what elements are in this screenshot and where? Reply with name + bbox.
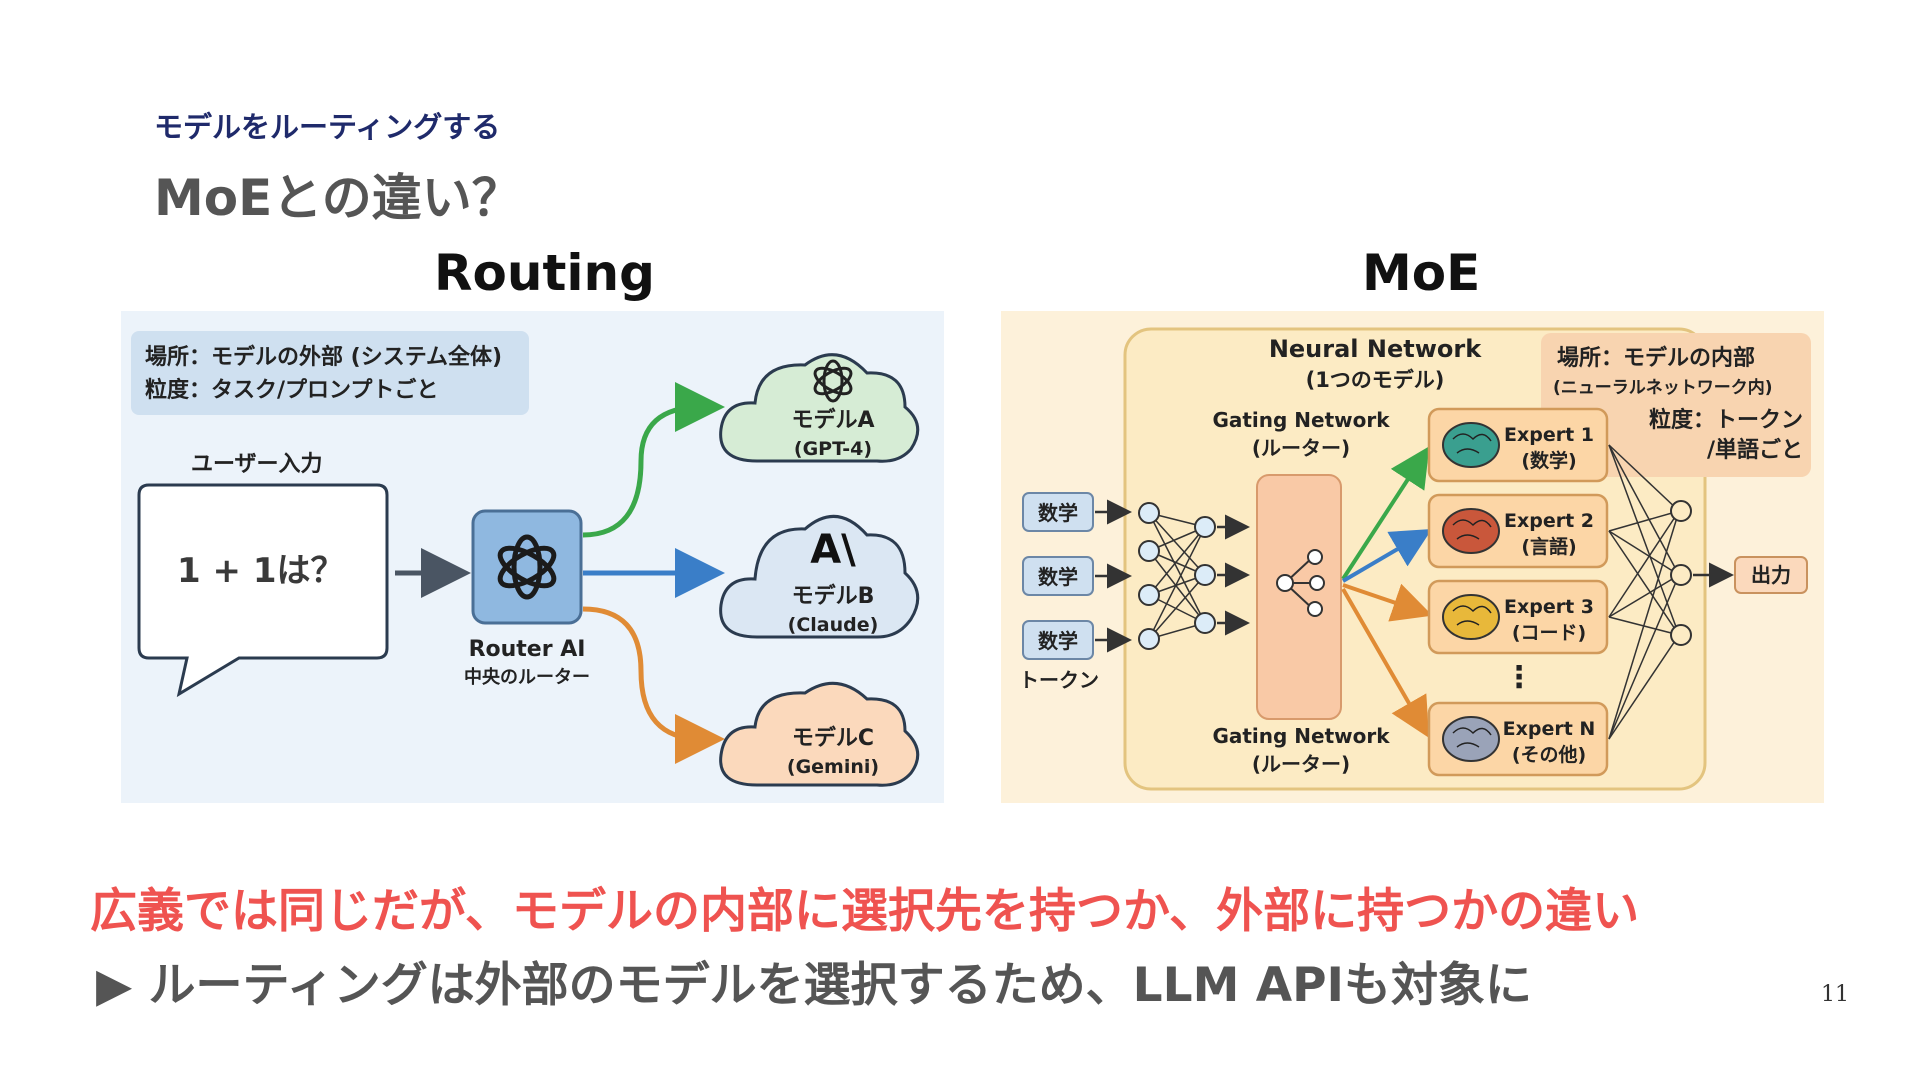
- expert-box: Expert N (その他): [1427, 701, 1609, 777]
- expert-ellipsis: ⋮: [1504, 660, 1534, 695]
- expert-route-arrow: [1342, 583, 1433, 622]
- slide-title: MoEとの違い？: [154, 169, 522, 227]
- moe-heading: MoE: [1362, 244, 1481, 302]
- model-c-sub: (Gemini): [787, 756, 879, 778]
- brain-icon: [1442, 716, 1500, 762]
- routing-diagram: 場所：モデルの外部 (システム全体) 粒度：タスク/プロンプトごと ユーザー入力…: [121, 311, 944, 803]
- model-a-cloud: [719, 353, 920, 463]
- svg-text:数学: 数学: [1038, 501, 1078, 525]
- model-c-cloud: [719, 681, 920, 787]
- gating-network-top-sub: (ルーター): [1252, 436, 1350, 460]
- user-input-label: ユーザー入力: [191, 452, 323, 477]
- svg-text:Expert 3: Expert 3: [1504, 596, 1594, 618]
- router-subtitle: 中央のルーター: [464, 666, 590, 688]
- nn-title: Neural Network: [1269, 335, 1482, 363]
- anthropic-logo-icon: A\: [810, 527, 856, 573]
- brain-icon: [1442, 422, 1500, 468]
- user-speech-bubble: [137, 483, 389, 698]
- token-box: 数学: [1022, 620, 1094, 660]
- input-network: [1138, 502, 1216, 650]
- token-box: 数学: [1022, 492, 1094, 532]
- model-a-sub: (GPT-4): [794, 438, 872, 460]
- output-box: 出力: [1734, 556, 1808, 594]
- model-b-sub: (Claude): [788, 614, 879, 636]
- page-number: 11: [1821, 982, 1849, 1007]
- brain-icon: [1442, 594, 1500, 640]
- moe-info-location: 場所：モデルの内部: [1557, 345, 1755, 371]
- expert-route-arrow: [1341, 446, 1430, 581]
- svg-text:(言語): (言語): [1521, 535, 1576, 558]
- expert-box: Expert 2 (言語): [1427, 493, 1609, 569]
- gating-network-bottom-sub: (ルーター): [1252, 752, 1350, 776]
- routing-info-location: 場所：モデルの外部 (システム全体): [145, 344, 502, 370]
- expert-route-arrow: [1341, 528, 1432, 583]
- moe-info-granularity: 粒度：トークン: [1649, 407, 1803, 433]
- openai-logo-icon: [813, 359, 853, 403]
- svg-text:数学: 数学: [1038, 629, 1078, 653]
- routing-info-box: 場所：モデルの外部 (システム全体) 粒度：タスク/プロンプトごと: [131, 331, 529, 415]
- model-b-cloud: [719, 514, 920, 639]
- output-network: [1608, 444, 1692, 740]
- svg-text:Expert N: Expert N: [1503, 718, 1596, 740]
- openai-logo-icon: [497, 534, 557, 600]
- model-b-name: モデルB: [792, 583, 875, 609]
- token-box: 数学: [1022, 556, 1094, 596]
- svg-text:(その他): (その他): [1512, 743, 1586, 766]
- nn-subtitle: (1つのモデル): [1306, 368, 1445, 392]
- gating-network-top-label: Gating Network: [1212, 408, 1390, 432]
- token-label: トークン: [1019, 668, 1099, 692]
- moe-info-location-sub: (ニューラルネットワーク内): [1553, 377, 1773, 398]
- routing-heading: Routing: [434, 244, 655, 302]
- routing-note: ▶ ルーティングは外部のモデルを選択するため、LLM APIも対象に: [96, 958, 1533, 1013]
- gating-network-bar: [1256, 474, 1342, 720]
- summary-note: 広義では同じだが、モデルの内部に選択先を持つか、外部に持つかの違い: [90, 884, 1640, 939]
- brain-icon: [1442, 508, 1500, 554]
- expert-route-arrow: [1341, 587, 1430, 738]
- model-a-name: モデルA: [791, 407, 874, 433]
- slide-subtitle: モデルをルーティングする: [154, 110, 501, 144]
- expert-box: Expert 1 (数学): [1427, 407, 1609, 483]
- route-arrow-c: [582, 606, 725, 764]
- model-c-name: モデルC: [792, 725, 874, 751]
- svg-text:(数学): (数学): [1521, 449, 1576, 472]
- svg-text:数学: 数学: [1038, 565, 1078, 589]
- gating-network-bottom-label: Gating Network: [1212, 724, 1390, 748]
- svg-text:Expert 2: Expert 2: [1504, 510, 1594, 532]
- routing-info-granularity: 粒度：タスク/プロンプトごと: [145, 377, 438, 403]
- svg-text:出力: 出力: [1751, 563, 1791, 587]
- router-name: Router AI: [469, 637, 586, 662]
- expert-box: Expert 3 (コード): [1427, 579, 1609, 655]
- moe-info-granularity-sub: /単語ごと: [1707, 437, 1803, 463]
- user-input-text: 1 + 1は？: [177, 551, 344, 591]
- svg-text:Expert 1: Expert 1: [1504, 424, 1594, 446]
- route-arrow-a: [582, 382, 725, 538]
- moe-info-box: 場所：モデルの内部 (ニューラルネットワーク内) 粒度：トークン /単語ごと: [1541, 333, 1811, 477]
- router-ai-node: [471, 509, 583, 625]
- moe-diagram: Neural Network (1つのモデル) 場所：モデルの内部 (ニューラル…: [1001, 311, 1824, 803]
- svg-text:(コード): (コード): [1512, 622, 1586, 644]
